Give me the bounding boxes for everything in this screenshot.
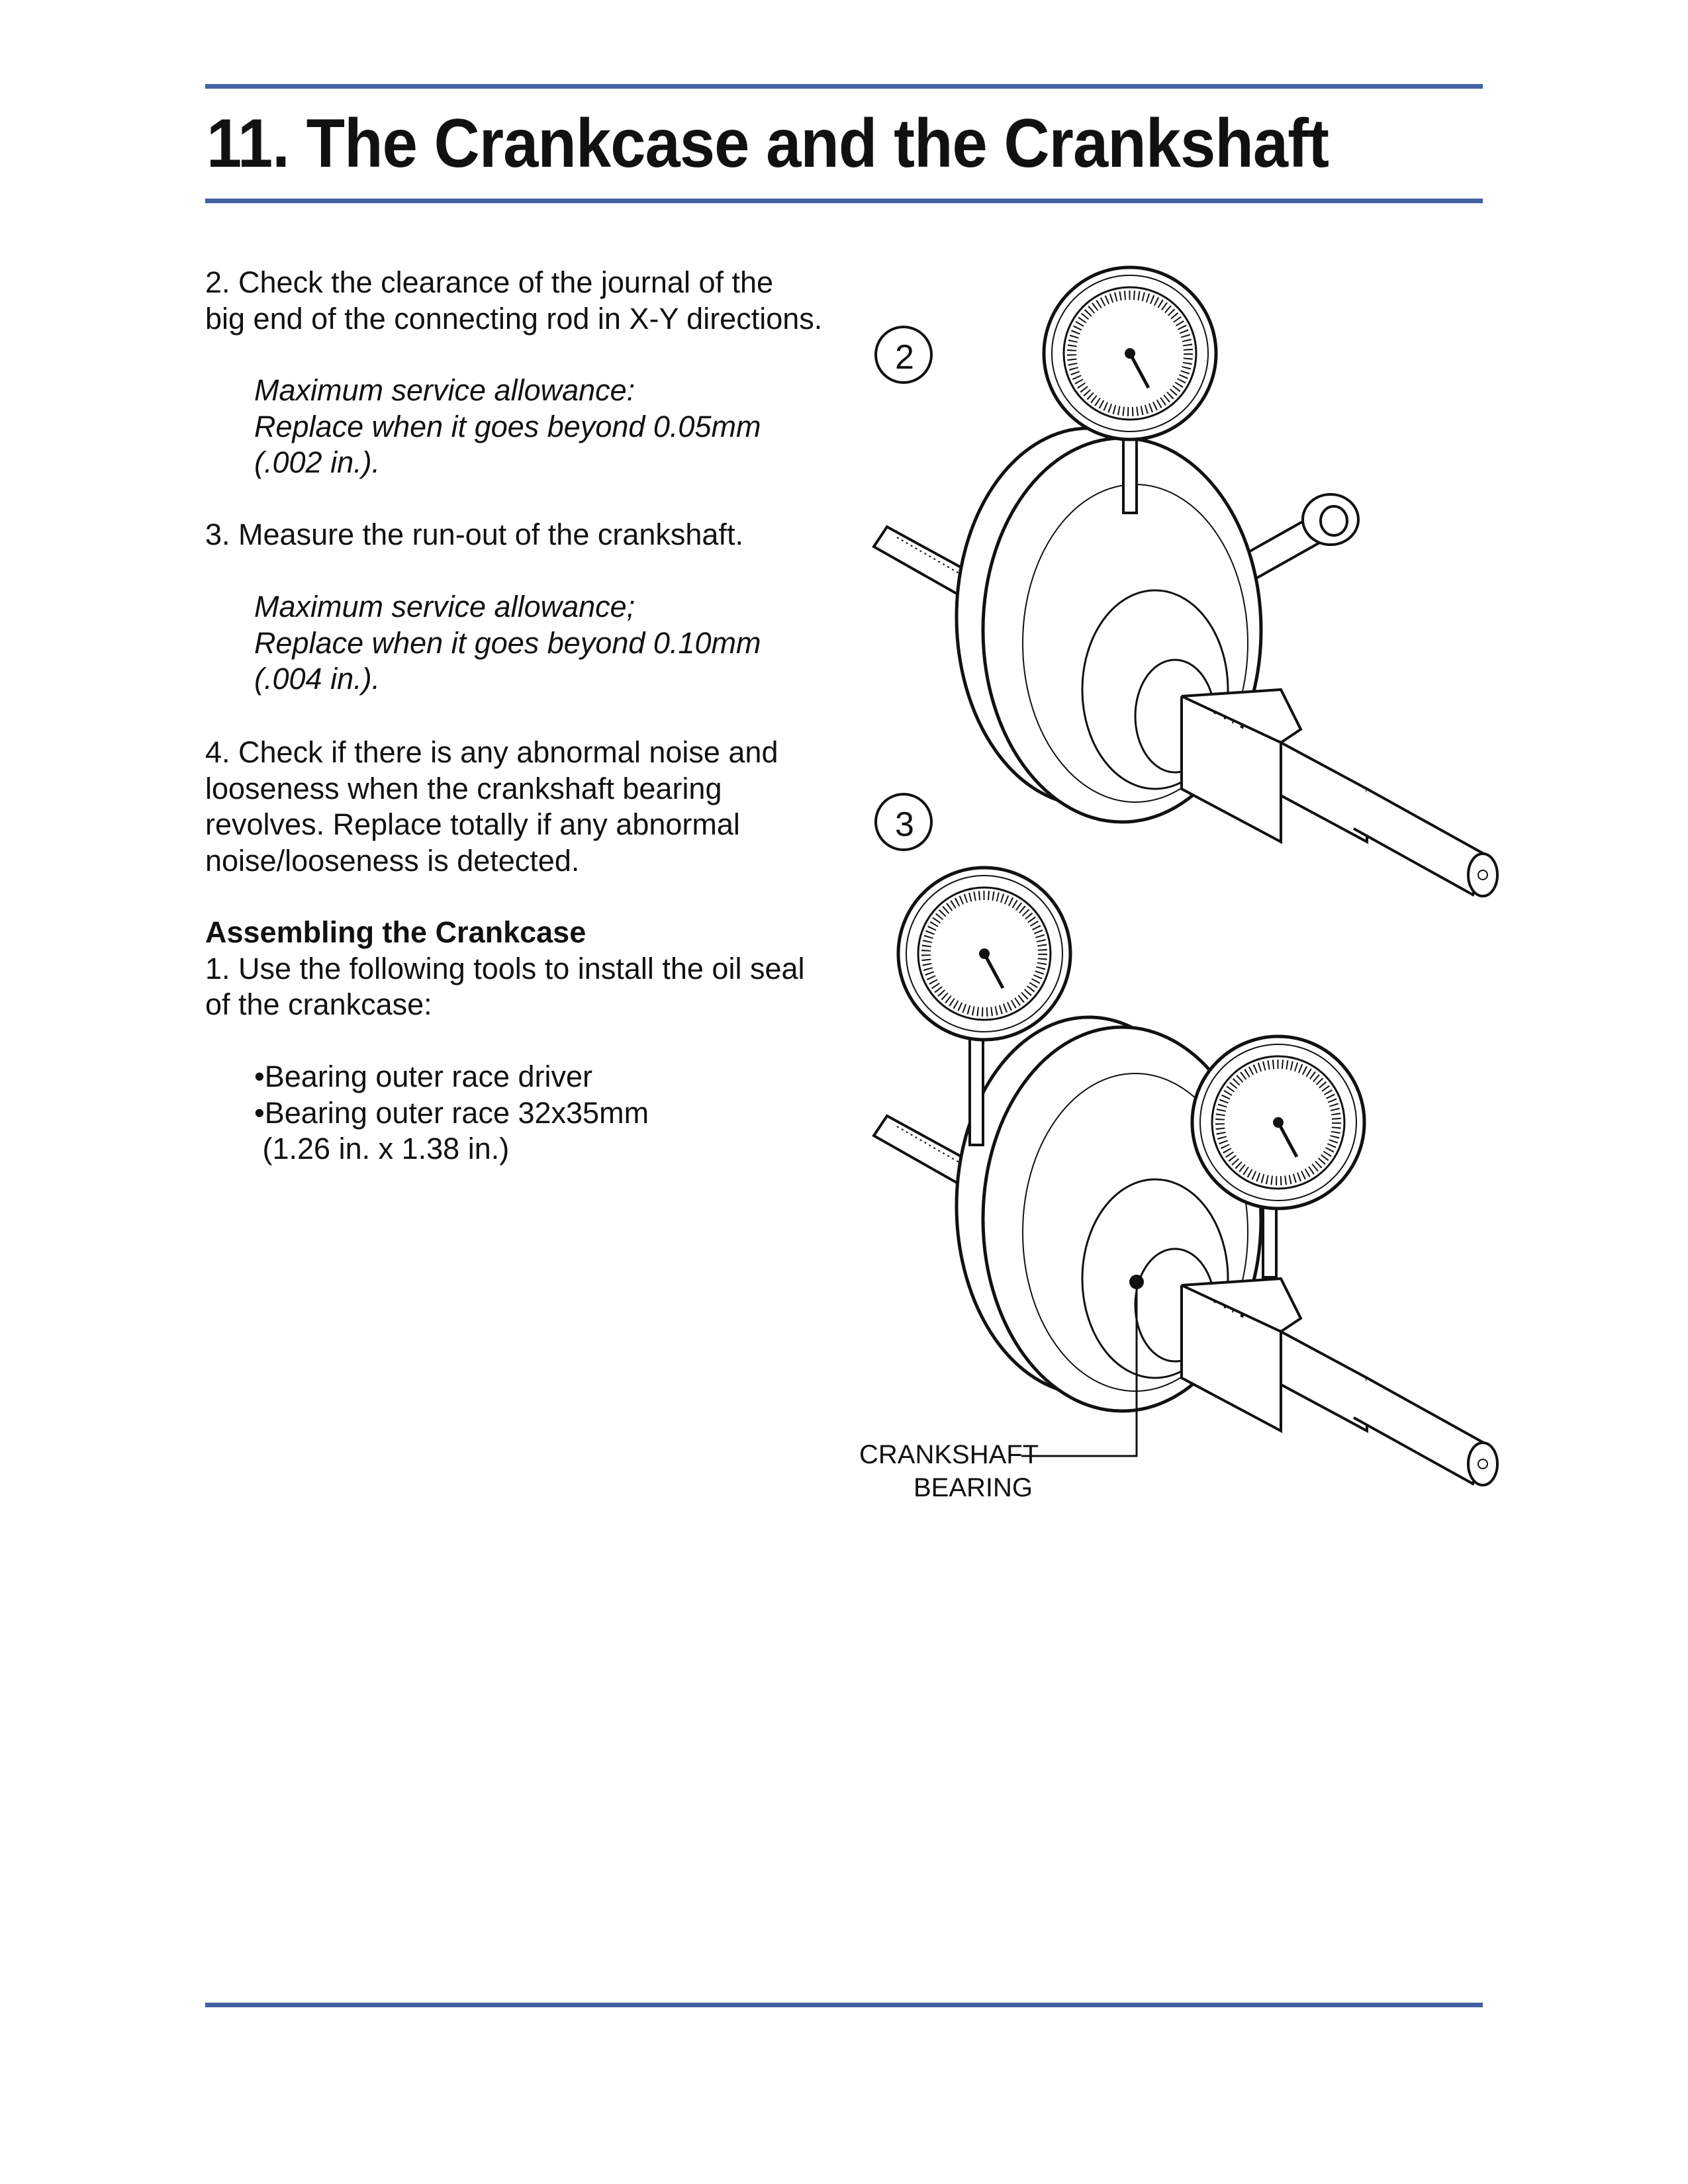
text-line: 1. Use the following tools to install th… <box>205 951 805 985</box>
text-line: Maximum service allowance; <box>254 590 635 623</box>
figure-number-circle <box>874 793 933 851</box>
callout-label-bearing: BEARING <box>914 1473 1033 1502</box>
tools-list: •Bearing outer race driver •Bearing oute… <box>254 1059 649 1167</box>
figure-2-crankshaft-clearance <box>874 267 1497 896</box>
text-line: 4. Check if there is any abnormal noise … <box>205 735 778 769</box>
footer-rule <box>205 2003 1483 2007</box>
text-line: Replace when it goes beyond 0.05mm <box>254 409 761 443</box>
step-4-text: 4. Check if there is any abnormal noise … <box>205 735 778 879</box>
gauge-stem <box>1122 429 1138 514</box>
figure-number-circle <box>874 326 933 384</box>
header-bottom-rule <box>205 199 1483 203</box>
text-line: revolves. Replace totally if any abnorma… <box>205 807 740 841</box>
step-2-text: 2. Check the clearance of the journal of… <box>205 265 822 337</box>
crankshaft-drawing <box>874 1017 1497 1485</box>
dial-gauge-left <box>898 868 1070 1040</box>
gauge-stem <box>968 1031 984 1146</box>
dial-gauge-right <box>1192 1036 1364 1208</box>
callout-leader-line <box>1021 1282 1138 1457</box>
text-line: (.004 in.). <box>254 662 381 696</box>
text-line: noise/looseness is detected. <box>205 843 580 878</box>
section-heading: Assembling the Crankcase <box>205 915 586 949</box>
step-2-allowance: Maximum service allowance: Replace when … <box>254 373 761 481</box>
text-line: Maximum service allowance: <box>254 373 635 407</box>
list-item: (1.26 in. x 1.38 in.) <box>254 1132 510 1165</box>
header-top-rule <box>205 84 1483 89</box>
text-line: 2. Check the clearance of the journal of… <box>205 265 774 299</box>
dial-gauge <box>1044 267 1216 439</box>
text-line: Replace when it goes beyond 0.10mm <box>254 625 761 660</box>
figure-number-2: 2 <box>895 338 914 377</box>
callout-label-crankshaft: CRANKSHAFT <box>859 1440 1039 1469</box>
page-title: 11. The Crankcase and the Crankshaft <box>207 105 1329 182</box>
text-line: looseness when the crankshaft bearing <box>205 771 722 805</box>
crankshaft-drawing <box>874 428 1497 896</box>
step-3-text: 3. Measure the run-out of the crankshaft… <box>205 517 743 553</box>
text-line: (.002 in.). <box>254 445 381 479</box>
assembling-section: Assembling the Crankcase 1. Use the foll… <box>205 915 805 1023</box>
list-item: •Bearing outer race driver <box>254 1060 592 1093</box>
figure-3-crankshaft-runout <box>874 793 1497 1485</box>
text-line: big end of the connecting rod in X-Y dir… <box>205 301 823 336</box>
text-line: of the crankcase: <box>205 987 432 1021</box>
figure-number-3: 3 <box>895 805 914 844</box>
list-item: •Bearing outer race 32x35mm <box>254 1095 649 1130</box>
step-3-allowance: Maximum service allowance; Replace when … <box>254 589 761 698</box>
text-line: 3. Measure the run-out of the crankshaft… <box>205 518 743 551</box>
